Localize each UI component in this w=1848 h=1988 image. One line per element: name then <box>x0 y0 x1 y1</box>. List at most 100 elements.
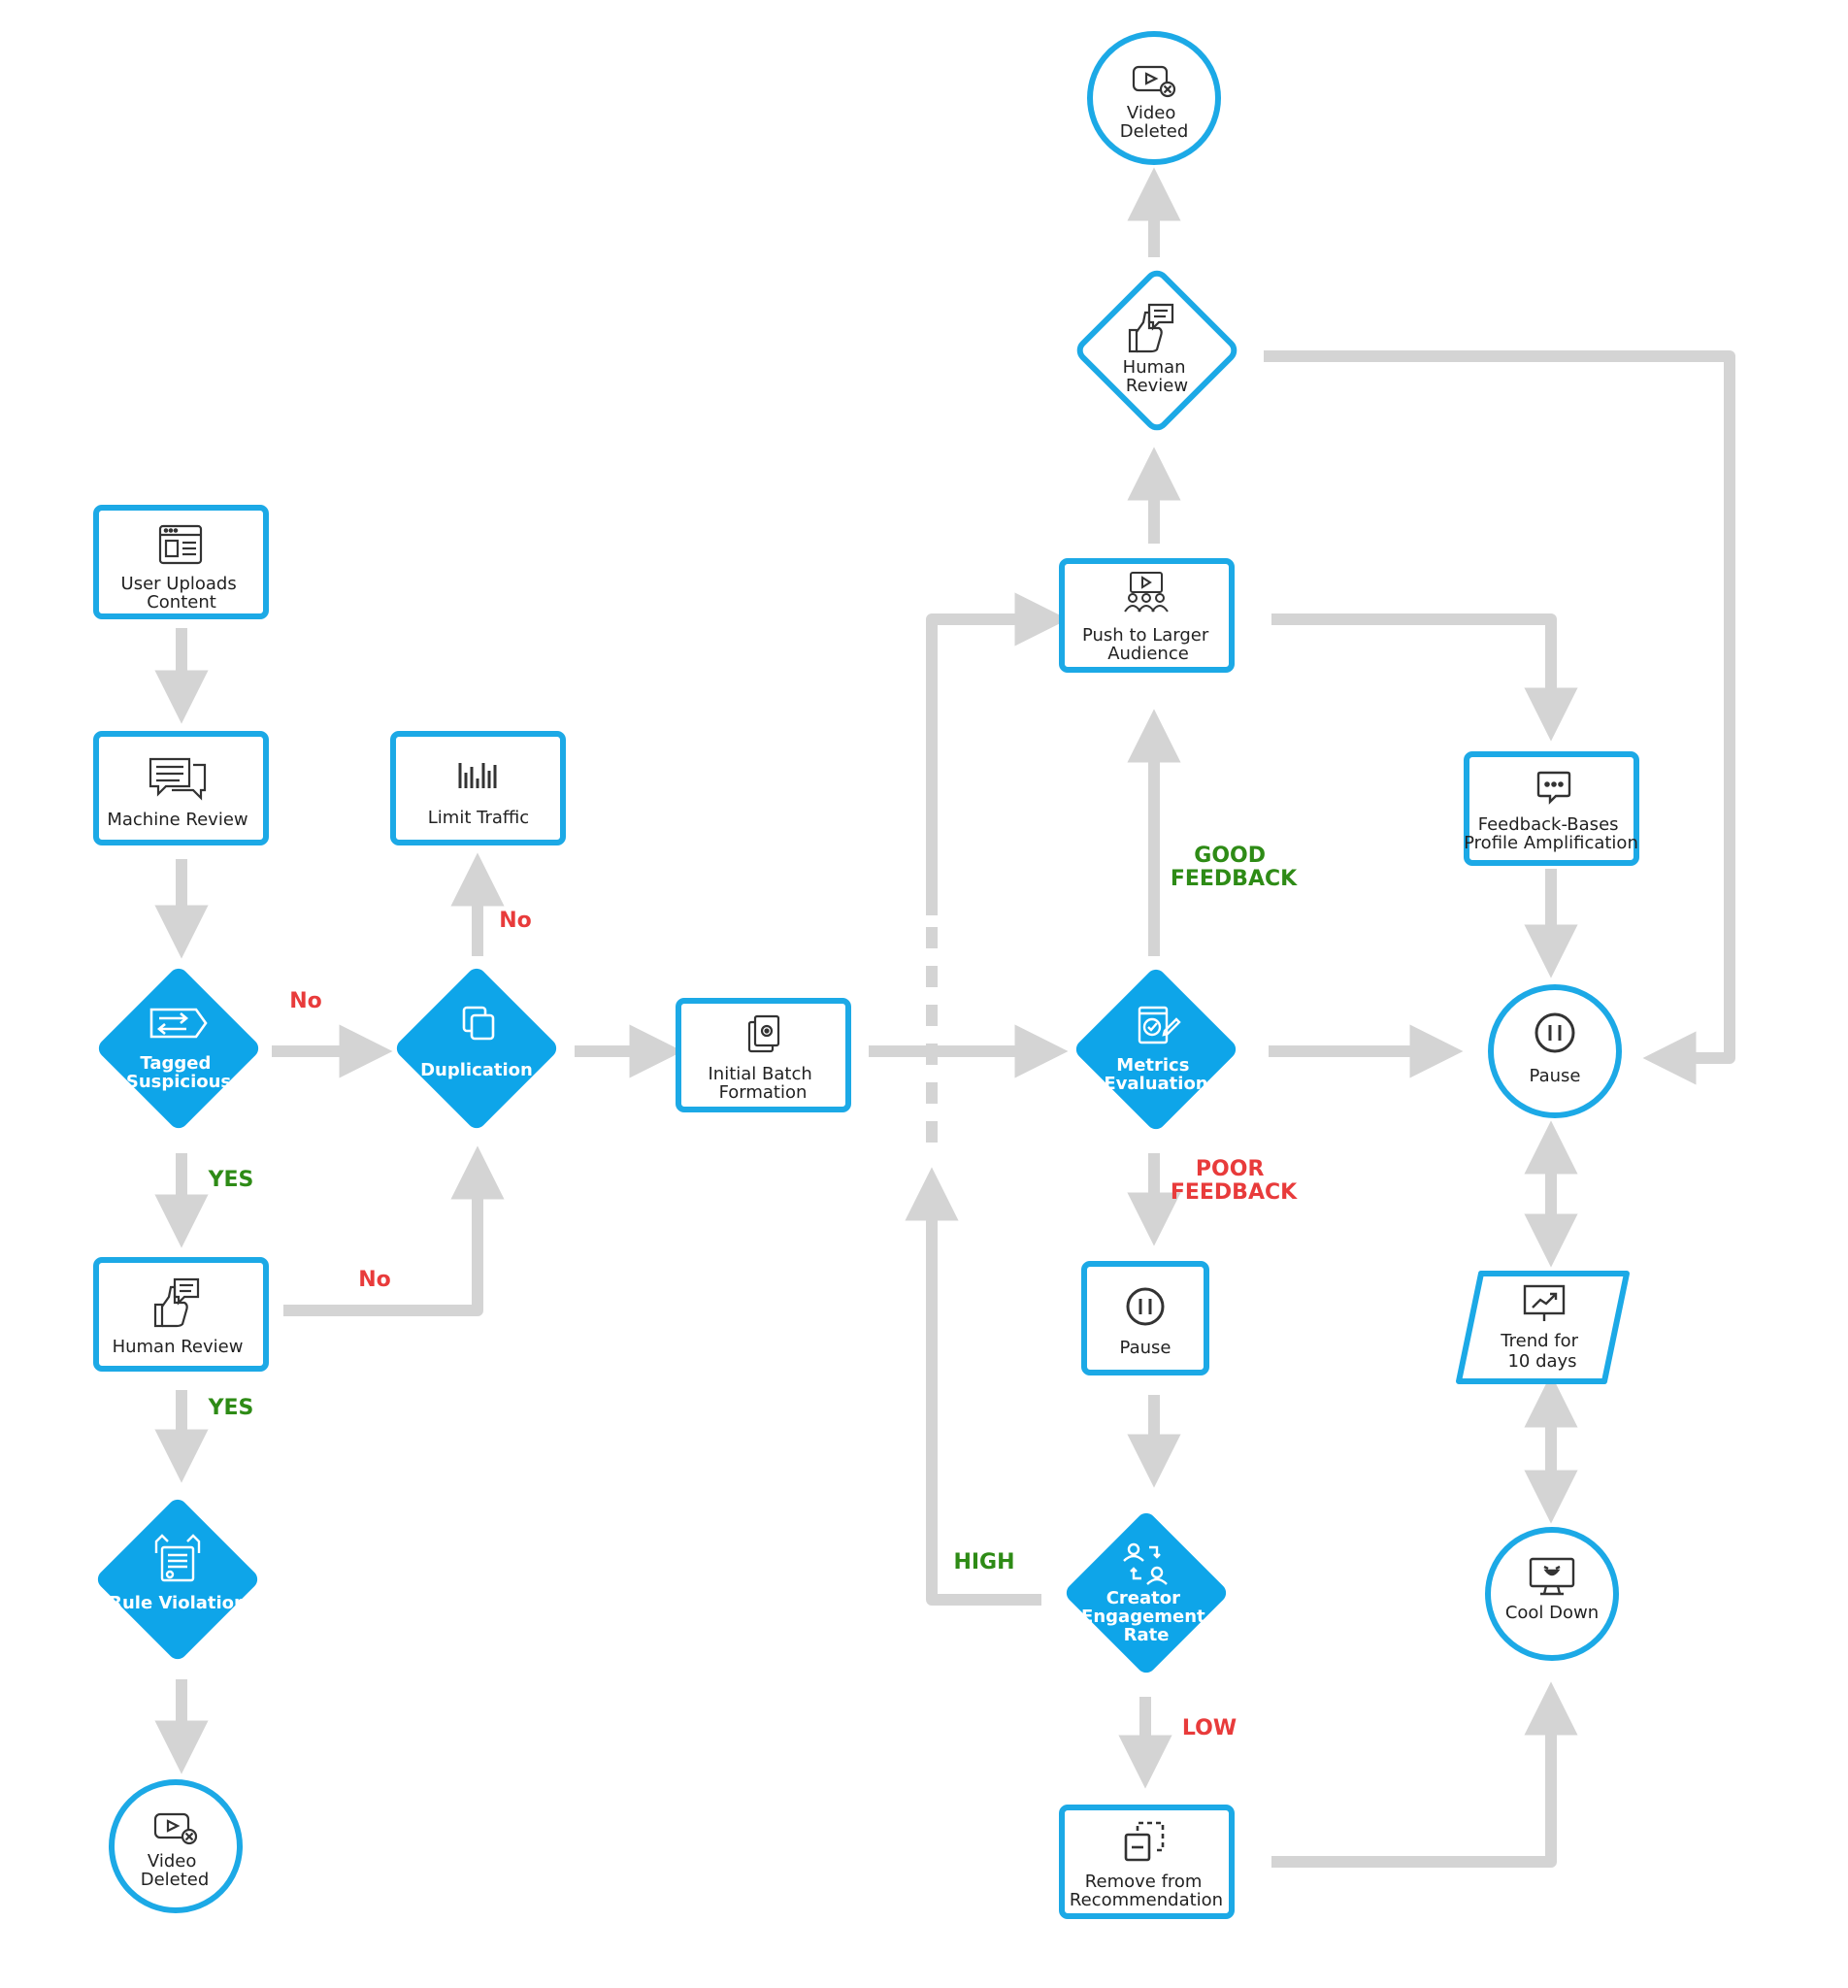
certificate-hands-icon <box>154 1534 201 1582</box>
browser-window-icon <box>158 524 203 565</box>
thumbs-up-chat-icon <box>1128 303 1174 353</box>
human-review-left-label: Human Review <box>113 1337 244 1357</box>
label-good-feedback-line-1: GOOD <box>1194 844 1266 868</box>
node-metrics-evaluation[interactable]: Metrics Evaluation <box>1072 966 1240 1134</box>
edge-batch-branch-to-push <box>926 592 1069 915</box>
node-tagged-suspicious[interactable]: Tagged Suspicious <box>95 965 263 1133</box>
pause-mid-label: Pause <box>1120 1338 1172 1358</box>
human-review-top-line-1: Human <box>1123 357 1186 378</box>
creator-engagement-line-1: Creator <box>1106 1588 1180 1608</box>
tagged-suspicious-line-2: Suspicious <box>126 1072 231 1092</box>
metrics-evaluation-line-1: Metrics <box>1116 1055 1189 1076</box>
pause-right-label: Pause <box>1530 1066 1581 1086</box>
human-review-top-line-2: Review <box>1126 376 1188 396</box>
node-pause-right[interactable]: Pause <box>1488 984 1622 1118</box>
rule-violation-label: Rule Violation <box>109 1593 247 1613</box>
presentation-audience-icon <box>1124 572 1169 613</box>
edge-push-to-feedback <box>1271 613 1578 742</box>
remove-recommendation-line-2: Recommendation <box>1070 1890 1223 1910</box>
video-deleted-left-line-1: Video <box>148 1851 196 1872</box>
creator-engagement-line-3: Rate <box>1124 1625 1170 1645</box>
clipboard-check-icon <box>1138 1006 1181 1044</box>
documents-gear-icon <box>747 1014 780 1053</box>
video-delete-icon <box>153 1812 198 1845</box>
audio-bars-icon <box>458 763 497 788</box>
video-delete-icon <box>1132 65 1176 98</box>
label-no-duplication: No <box>499 909 532 933</box>
node-human-review-left[interactable]: Human Review <box>93 1257 269 1372</box>
feedback-profile-label: Feedback-Bases Profile Amplification <box>1464 814 1638 853</box>
push-larger-line-2: Audience <box>1107 644 1189 664</box>
push-larger-line-1: Push to Larger <box>1082 625 1209 646</box>
label-no-tagged: No <box>289 989 322 1013</box>
node-pause-mid[interactable]: Pause <box>1081 1261 1209 1375</box>
feedback-profile-line-2: Profile Amplification <box>1464 833 1638 853</box>
node-cool-down[interactable]: Cool Down <box>1485 1527 1619 1661</box>
chat-bubbles-icon <box>148 757 207 801</box>
push-larger-label: Push to Larger Audience <box>1082 625 1214 664</box>
label-poor-feedback: POOR FEEDBACK <box>1171 1157 1298 1205</box>
label-poor-feedback-line-1: POOR <box>1196 1157 1265 1181</box>
video-deleted-top-line-1: Video <box>1127 103 1175 123</box>
monitor-face-icon <box>1529 1557 1575 1596</box>
label-poor-feedback-line-2: FEEDBACK <box>1171 1180 1298 1205</box>
nodes: User Uploads Content Machine Review <box>93 31 1639 1919</box>
machine-review-label: Machine Review <box>107 810 248 830</box>
edge-labels: No YES No No YES GOOD FEEDBACK POOR FEED… <box>208 844 1299 1740</box>
creator-engagement-line-2: Engagement <box>1081 1607 1205 1627</box>
metrics-evaluation-line-2: Evaluation <box>1104 1074 1207 1094</box>
node-remove-from-recommendation[interactable]: Remove from Recommendation <box>1059 1805 1235 1919</box>
label-good-feedback-line-2: FEEDBACK <box>1171 867 1298 891</box>
initial-batch-line-1: Initial Batch <box>708 1064 811 1084</box>
label-low: LOW <box>1182 1716 1237 1740</box>
duplication-label: Duplication <box>420 1060 533 1080</box>
metrics-evaluation-label: Metrics Evaluation <box>1104 1055 1207 1094</box>
creator-engagement-label: Creator Engagement Rate <box>1081 1588 1211 1645</box>
tagged-suspicious-label: Tagged Suspicious <box>126 1053 231 1092</box>
node-creator-engagement-rate[interactable]: Creator Engagement Rate <box>1063 1509 1231 1677</box>
node-rule-violation[interactable]: Rule Violation <box>94 1496 262 1664</box>
cool-down-label: Cool Down <box>1505 1603 1599 1623</box>
label-good-feedback: GOOD FEEDBACK <box>1171 844 1298 891</box>
user-uploads-line-2: Content <box>147 592 216 613</box>
label-yes-human: YES <box>208 1396 254 1420</box>
node-feedback-profile-amplification[interactable]: Feedback-Bases Profile Amplification <box>1464 751 1639 866</box>
edge-remove-to-cool <box>1271 1681 1578 1868</box>
node-push-larger-audience[interactable]: Push to Larger Audience <box>1059 558 1235 673</box>
label-high: HIGH <box>953 1550 1014 1574</box>
copy-icon <box>462 1006 495 1041</box>
video-deleted-top-line-2: Deleted <box>1120 121 1189 142</box>
user-uploads-label: User Uploads Content <box>121 574 243 613</box>
node-video-deleted-left[interactable]: Video Deleted <box>109 1779 243 1913</box>
pause-icon <box>1126 1287 1165 1326</box>
node-limit-traffic[interactable]: Limit Traffic <box>390 731 566 845</box>
node-initial-batch-formation[interactable]: Initial Batch Formation <box>676 998 851 1112</box>
video-deleted-left-line-2: Deleted <box>141 1870 210 1890</box>
label-no-human: No <box>358 1268 391 1292</box>
minus-box-icon <box>1124 1821 1165 1862</box>
trend-days-line-1: Trend for <box>1500 1331 1578 1351</box>
feedback-profile-line-1: Feedback-Bases <box>1478 814 1619 835</box>
node-trend-10-days[interactable]: Trend for 10 days <box>1456 1271 1630 1384</box>
tagged-suspicious-line-1: Tagged <box>140 1053 211 1074</box>
node-machine-review[interactable]: Machine Review <box>93 731 269 845</box>
user-uploads-line-1: User Uploads <box>121 574 237 594</box>
edge-human-review-to-pause-right <box>1264 350 1735 1085</box>
node-human-review-top[interactable]: Human Review <box>1076 270 1238 432</box>
chart-board-icon <box>1523 1284 1566 1321</box>
node-video-deleted-top[interactable]: Video Deleted <box>1087 31 1221 165</box>
remove-recommendation-line-1: Remove from <box>1085 1872 1203 1892</box>
remove-recommendation-label: Remove from Recommendation <box>1070 1872 1223 1910</box>
initial-batch-label: Initial Batch Formation <box>708 1064 817 1103</box>
limit-traffic-label: Limit Traffic <box>428 808 529 828</box>
human-review-top-label: Human Review <box>1123 357 1192 396</box>
trend-days-line-2: 10 days <box>1507 1351 1576 1372</box>
node-user-uploads-content[interactable]: User Uploads Content <box>93 505 269 619</box>
video-deleted-left-label: Video Deleted <box>141 1851 210 1890</box>
node-duplication[interactable]: Duplication <box>393 965 561 1133</box>
chat-dots-icon <box>1536 771 1571 805</box>
edge-creator-high-loop <box>905 1167 1041 1606</box>
trend-days-label: Trend for 10 days <box>1500 1331 1583 1372</box>
thumbs-up-chat-icon <box>153 1277 200 1328</box>
